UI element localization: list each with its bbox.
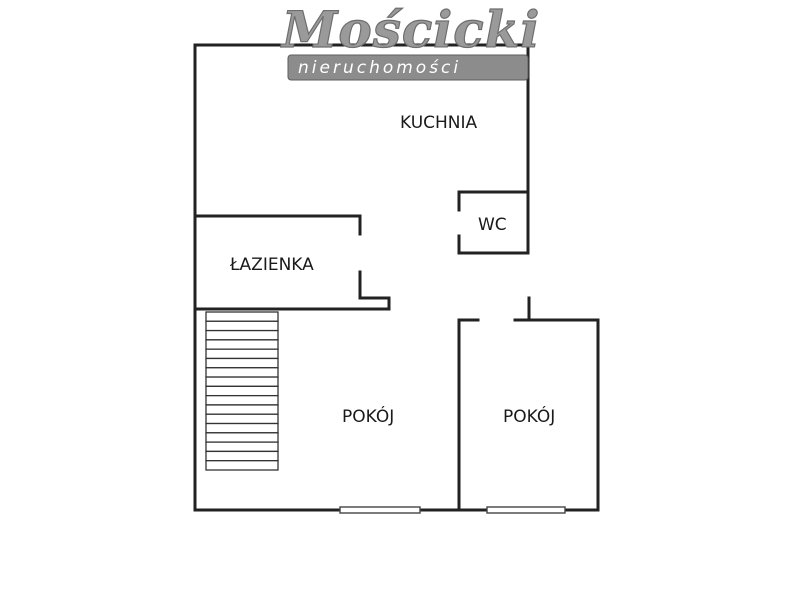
small-room-walls: [457, 296, 531, 512]
logo-tagline-band: [287, 54, 529, 81]
stair-tread: [205, 320, 279, 332]
stair-tread: [205, 450, 279, 462]
wc-wall-bottom: [457, 190, 530, 255]
window-right-room: [486, 506, 566, 514]
outer-wall-left: [193, 43, 342, 512]
stair-tread: [205, 311, 279, 322]
label-wc: WC: [478, 215, 507, 235]
staircase: [205, 311, 279, 471]
stair-tread: [205, 348, 279, 360]
stair-tread: [205, 404, 279, 415]
small-room-wall-left: [457, 318, 480, 512]
stair-tread: [205, 357, 279, 369]
logo-name: Mościcki: [280, 0, 540, 59]
outer-wall-bottom-right: [513, 318, 600, 512]
windows: [339, 506, 566, 514]
logo-watermark: Mościcki nieruchomości: [279, 0, 540, 81]
stair-tread: [205, 413, 279, 425]
stair-tread: [205, 422, 279, 434]
label-lazienka: ŁAZIENKA: [229, 255, 314, 275]
wc-wall-top: [457, 190, 530, 212]
bathroom-wall-bottom: [193, 270, 391, 311]
stair-tread: [205, 394, 279, 406]
bathroom-wall-top: [193, 214, 362, 236]
stair-tread: [205, 460, 279, 471]
outer-wall-top: [193, 43, 530, 194]
outer-walls: [193, 43, 600, 512]
room-labels: KUCHNIA WC ŁAZIENKA POKÓJ POKÓJ: [229, 113, 555, 427]
stair-tread: [205, 329, 279, 341]
stair-tread: [205, 367, 279, 378]
stair-tread: [205, 376, 279, 387]
label-pokoj-small: POKÓJ: [503, 405, 555, 427]
bathroom-walls: [193, 214, 391, 311]
stair-tread: [205, 385, 279, 397]
label-pokoj-large: POKÓJ: [342, 405, 394, 427]
stair-tread: [205, 441, 279, 453]
logo-tagline: nieruchomości: [298, 58, 461, 78]
label-kuchnia: KUCHNIA: [400, 113, 478, 133]
stair-tread: [205, 339, 279, 350]
wc-walls: [457, 190, 530, 255]
window-left-room: [339, 506, 421, 514]
stair-tread: [205, 432, 279, 443]
